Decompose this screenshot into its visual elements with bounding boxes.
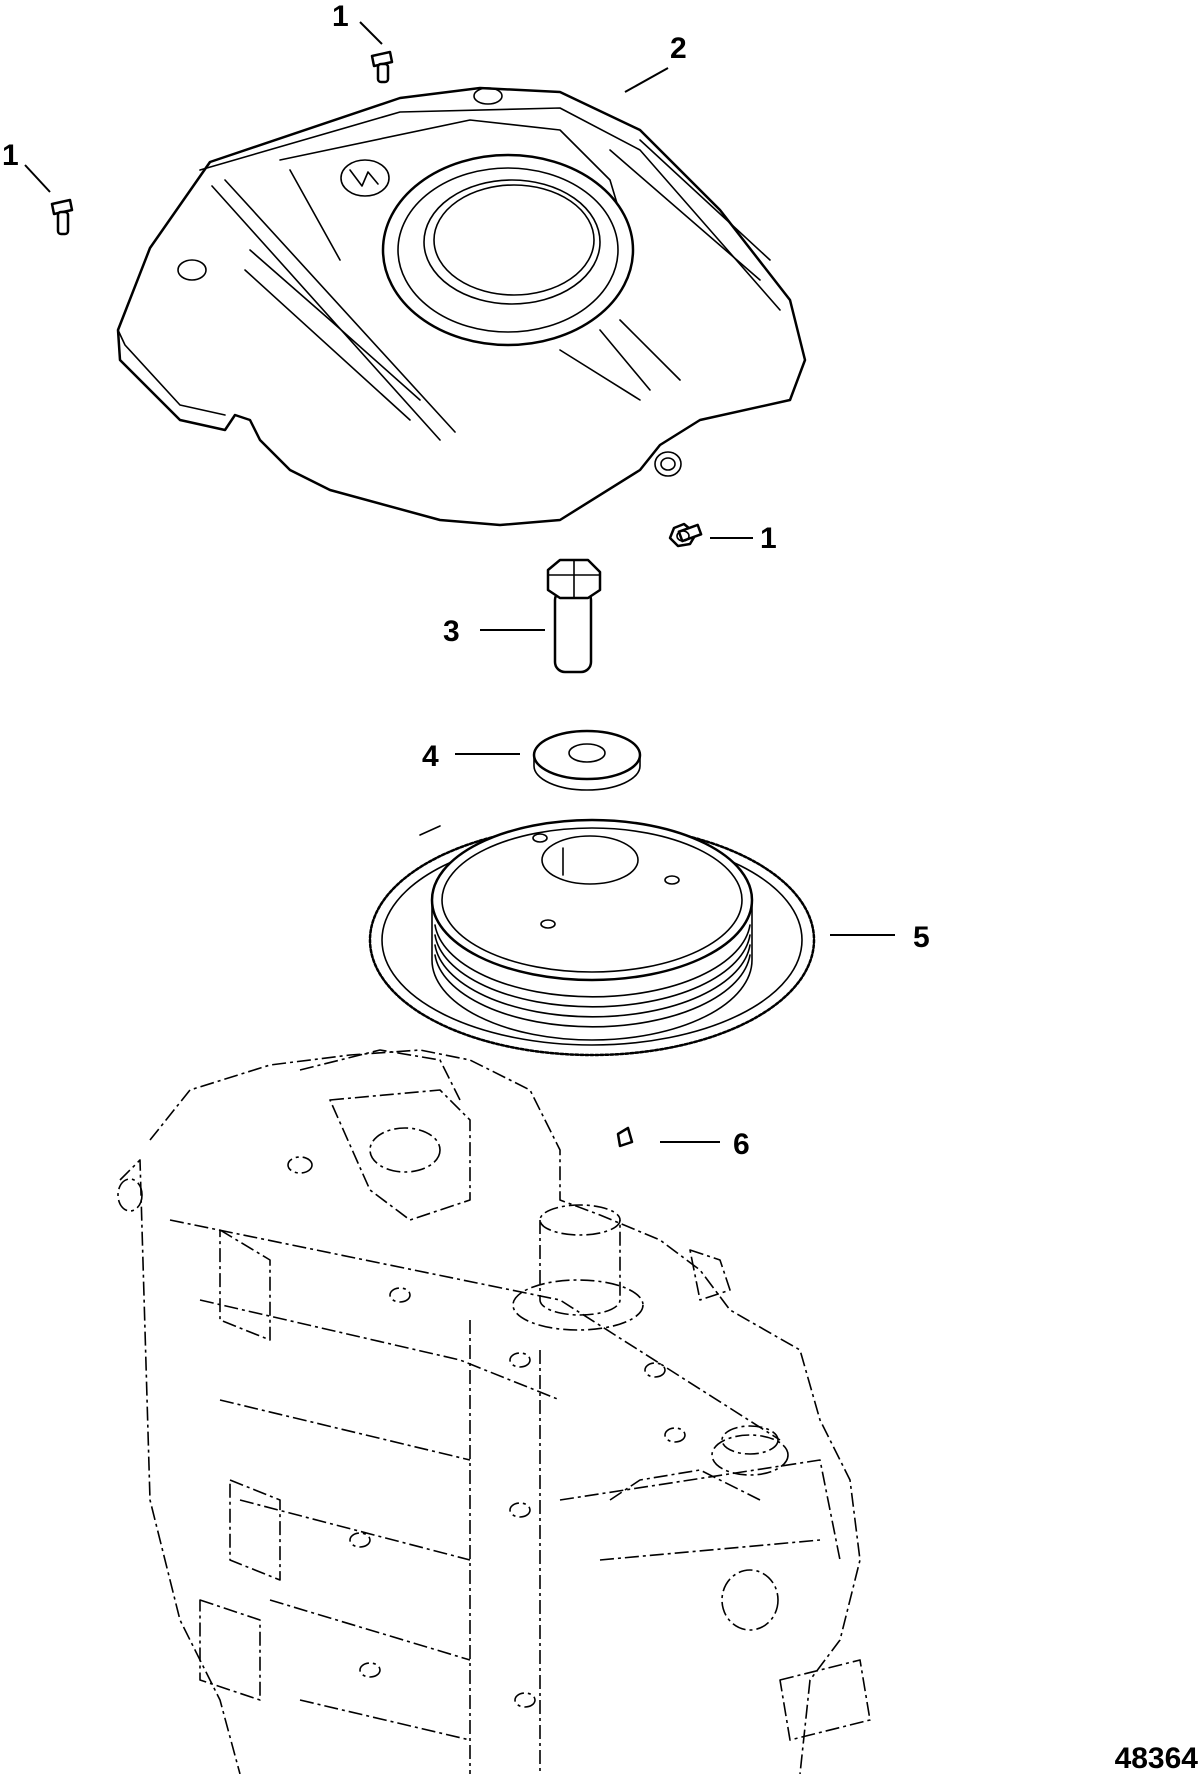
callout-6: 6 xyxy=(733,1128,750,1161)
flywheel xyxy=(368,818,816,1057)
callout-3: 3 xyxy=(443,615,460,648)
callout-1-right: 1 xyxy=(760,522,777,555)
callout-2: 2 xyxy=(670,32,687,65)
callout-4: 4 xyxy=(422,740,439,773)
engine-block-reference xyxy=(117,1049,871,1774)
flywheel-washer xyxy=(532,729,642,791)
flywheel-bolt xyxy=(546,558,602,674)
flywheel-key xyxy=(616,1126,634,1148)
cover-screw-right xyxy=(668,522,703,548)
callout-1-top: 1 xyxy=(332,0,349,33)
figure-number: 48364 xyxy=(1115,1742,1199,1774)
callout-leaders xyxy=(24,21,895,1143)
callout-5: 5 xyxy=(913,921,930,954)
callout-1-left: 1 xyxy=(2,139,19,172)
cover-screw-top xyxy=(370,50,394,84)
cover-screw-left xyxy=(50,198,74,236)
flywheel-cover xyxy=(116,86,807,527)
mercury-logo-icon xyxy=(340,159,390,197)
